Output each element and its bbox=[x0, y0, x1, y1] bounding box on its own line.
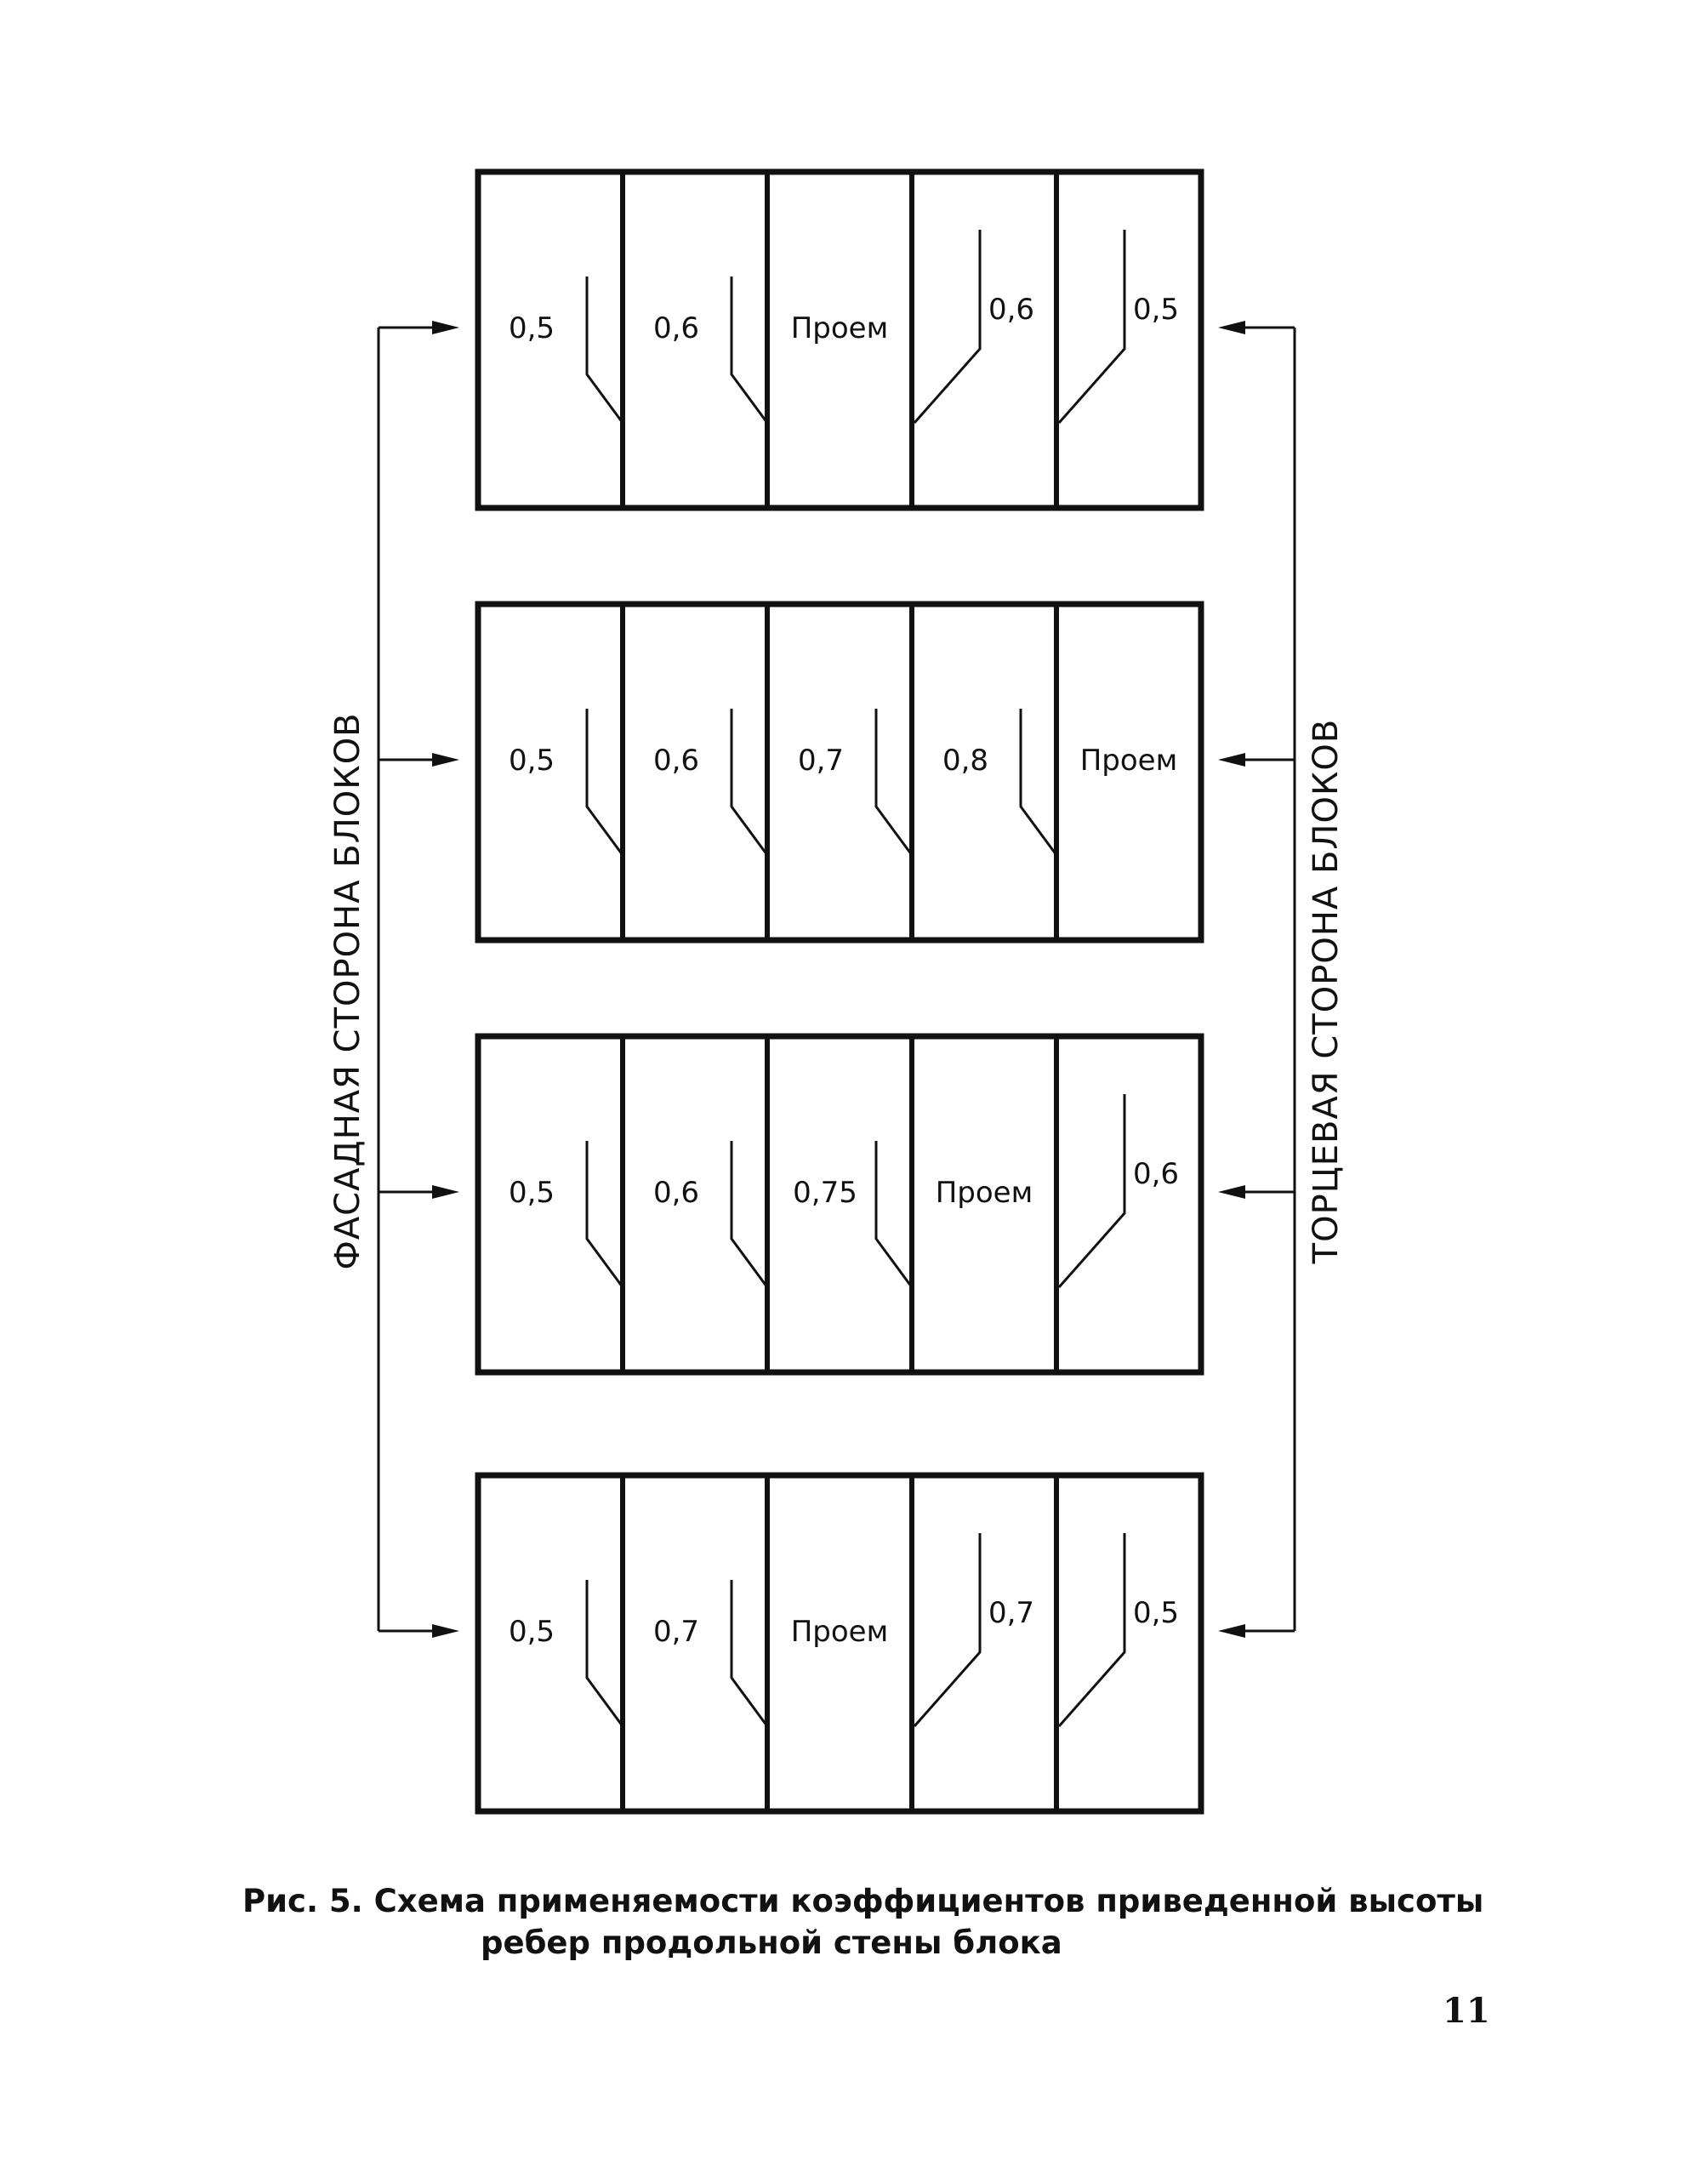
rib-line bbox=[1057, 1533, 1126, 1727]
cell: 0,7 bbox=[653, 1580, 769, 1727]
end-side-label: ТОРЦЕВАЯ СТОРОНА БЛОКОВ bbox=[1307, 719, 1346, 1265]
rib-line bbox=[913, 230, 982, 424]
rib-line bbox=[585, 709, 624, 856]
rib-line bbox=[1057, 230, 1126, 424]
cell-label: 0,6 bbox=[988, 293, 1034, 327]
block-outline bbox=[475, 1472, 1204, 1815]
cell: 0,6 bbox=[653, 277, 769, 424]
block-outline bbox=[475, 601, 1204, 944]
cell: Проем bbox=[791, 311, 889, 345]
cell: 0,6 bbox=[653, 709, 769, 856]
end-arrow-head-3 bbox=[1218, 1185, 1245, 1199]
facade-arrow-head-2 bbox=[432, 753, 459, 767]
cell-label: 0,5 bbox=[509, 1176, 555, 1210]
rib-line bbox=[585, 277, 624, 424]
rib-line bbox=[874, 709, 914, 856]
cell: 0,5 bbox=[509, 1141, 624, 1288]
cell: 0,75 bbox=[793, 1141, 914, 1288]
block-outline bbox=[475, 168, 1204, 511]
cell: 0,7 bbox=[798, 709, 914, 856]
cell: 0,5 bbox=[1057, 230, 1179, 424]
facade-arrow-head-4 bbox=[432, 1624, 459, 1638]
cell-label: 0,7 bbox=[653, 1615, 699, 1649]
cell-label: 0,7 bbox=[798, 744, 844, 778]
facade-arrow-head-3 bbox=[432, 1185, 459, 1199]
rib-line bbox=[585, 1141, 624, 1288]
cell: 0,5 bbox=[509, 1580, 624, 1727]
cell-label: 0,7 bbox=[988, 1596, 1034, 1630]
rib-line bbox=[585, 1580, 624, 1727]
block-outline bbox=[475, 1033, 1204, 1376]
figure-caption-line-1: Рис. 5. Схема применяемости коэффициенто… bbox=[242, 1883, 1484, 1919]
cell: Проем bbox=[1080, 744, 1178, 778]
cell-label: 0,6 bbox=[653, 744, 699, 778]
cell-label: 0,5 bbox=[1133, 1596, 1179, 1630]
cell-label: 0,5 bbox=[509, 311, 555, 345]
connector-lines bbox=[377, 321, 1296, 1638]
rib-line bbox=[874, 1141, 914, 1288]
cell-label: 0,75 bbox=[793, 1176, 857, 1210]
cell-label: 0,6 bbox=[1133, 1157, 1179, 1191]
facade-arrow-head-1 bbox=[432, 321, 459, 334]
rib-line bbox=[730, 709, 769, 856]
rib-line bbox=[1057, 1094, 1126, 1288]
end-arrow-head-2 bbox=[1218, 753, 1245, 767]
block-2: 0,5 0,6 0,7 0,8 Проем bbox=[475, 601, 1204, 944]
cell: 0,5 bbox=[1057, 1533, 1179, 1727]
rib-line bbox=[1019, 709, 1058, 856]
block-3: 0,5 0,6 0,75 Проем 0,6 bbox=[475, 1033, 1204, 1376]
cell: 0,6 bbox=[913, 230, 1034, 424]
cell-label: Проем bbox=[791, 311, 889, 345]
cell-label: Проем bbox=[936, 1176, 1033, 1210]
cell-label: 0,6 bbox=[653, 311, 699, 345]
cell-label: Проем bbox=[1080, 744, 1178, 778]
figure-caption-line-2: ребер продольной стены блока bbox=[481, 1924, 1062, 1961]
rib-line bbox=[730, 277, 769, 424]
cell-label: Проем bbox=[791, 1615, 889, 1649]
cell: 0,6 bbox=[1057, 1094, 1179, 1288]
cell: 0,7 bbox=[913, 1533, 1034, 1727]
cell-label: 0,8 bbox=[942, 744, 988, 778]
cell: 0,8 bbox=[942, 709, 1058, 856]
cell-label: 0,5 bbox=[509, 1615, 555, 1649]
cell-label: 0,5 bbox=[509, 744, 555, 778]
end-arrow-head-1 bbox=[1218, 321, 1245, 334]
end-arrow-head-4 bbox=[1218, 1624, 1245, 1638]
cell: 0,5 bbox=[509, 709, 624, 856]
rib-line bbox=[730, 1141, 769, 1288]
cell: 0,5 bbox=[509, 277, 624, 424]
rib-line bbox=[730, 1580, 769, 1727]
rib-line bbox=[913, 1533, 982, 1727]
facade-side-label: ФАСАДНАЯ СТОРОНА БЛОКОВ bbox=[328, 712, 367, 1269]
cell-label: 0,6 bbox=[653, 1176, 699, 1210]
cell: Проем bbox=[936, 1176, 1033, 1210]
cell: 0,6 bbox=[653, 1141, 769, 1288]
page-number: 11 bbox=[1443, 1991, 1490, 2031]
cell: Проем bbox=[791, 1615, 889, 1649]
cell-label: 0,5 bbox=[1133, 293, 1179, 327]
